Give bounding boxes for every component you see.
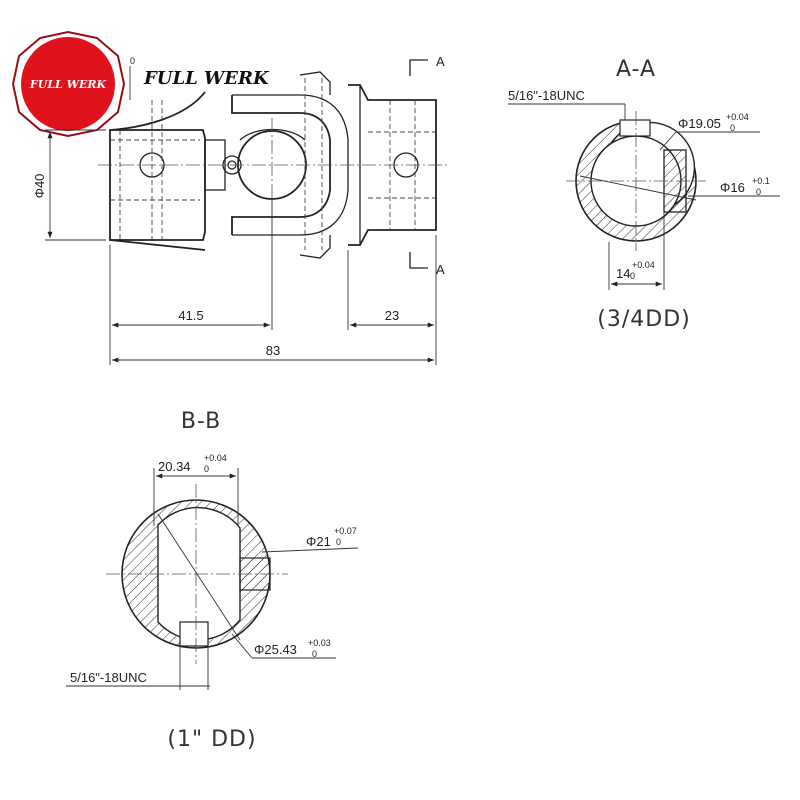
bb-dia-leader	[157, 513, 241, 641]
dim-diameter-40: Φ40	[32, 174, 47, 199]
dim-partial-label: 0	[130, 56, 135, 66]
dim-41-5: 41.5	[178, 308, 203, 323]
brand-name: FULL WERK	[143, 68, 270, 89]
bb-bore-tol-upper: +0.03	[308, 638, 331, 648]
aa-flat-tol-lower: 0	[756, 187, 761, 197]
section-aa: A-A 5/16"-18UNC Φ19.05 +0.04 0 Φ16 +0.1 …	[508, 57, 780, 332]
logo-text: FULL WERK	[29, 78, 107, 91]
dim-83: 83	[266, 343, 280, 358]
brand-logo: FULL WERK	[11, 30, 126, 138]
bb-thread-label: 5/16"-18UNC	[70, 670, 147, 685]
aa-flat-dia: Φ16	[720, 180, 745, 195]
section-mark-top	[409, 59, 428, 76]
spider-arc-top	[239, 128, 306, 141]
aa-flat-tol-upper: +0.1	[752, 176, 770, 186]
aa-bore-tol-upper: +0.04	[726, 112, 749, 122]
aa-bore-tol-lower: 0	[730, 123, 735, 133]
left-yoke-outline	[109, 129, 206, 241]
logo-disc	[21, 37, 115, 131]
main-view: A A	[98, 54, 450, 277]
bb-thread-hole	[179, 621, 209, 647]
aa-thread-label: 5/16"-18UNC	[508, 88, 585, 103]
bb-across-tol-upper: +0.04	[204, 453, 227, 463]
left-yoke-neck	[109, 91, 206, 251]
fork-lug-bottom	[299, 235, 331, 259]
aa-dia-leader	[579, 175, 697, 201]
aa-across-flat: 14	[616, 266, 630, 281]
section-mark-bottom-label: A	[436, 262, 445, 277]
section-mark-top-label: A	[436, 54, 445, 69]
dim-23: 23	[385, 308, 399, 323]
aa-thread-hole	[619, 119, 651, 137]
bb-flat-dia: Φ21	[306, 534, 331, 549]
main-dimensions: Φ40 0 41.5 23 83	[32, 56, 437, 365]
section-aa-caption: (3/4DD)	[597, 307, 690, 332]
bb-flat-tol-lower: 0	[336, 537, 341, 547]
aa-across-tol-lower: 0	[630, 271, 635, 281]
bb-across-tol-lower: 0	[204, 464, 209, 474]
fork-lug-top	[299, 71, 331, 95]
section-aa-title: A-A	[616, 57, 656, 82]
section-bb-title: B-B	[181, 409, 221, 434]
bb-flat-tol-upper: +0.07	[334, 526, 357, 536]
section-mark-bottom	[409, 252, 428, 269]
section-bb-caption: (1" DD)	[167, 727, 256, 752]
bb-bore-dia: Φ25.43	[254, 642, 297, 657]
bb-across-flat: 20.34	[158, 459, 191, 474]
aa-across-tol-upper: +0.04	[632, 260, 655, 270]
aa-bore-dia: Φ19.05	[678, 116, 721, 131]
section-bb: B-B 20.34 +0.04 0 Φ21 +0.07 0 Φ25.43 +0.…	[66, 409, 359, 752]
bb-bore-tol-lower: 0	[312, 649, 317, 659]
